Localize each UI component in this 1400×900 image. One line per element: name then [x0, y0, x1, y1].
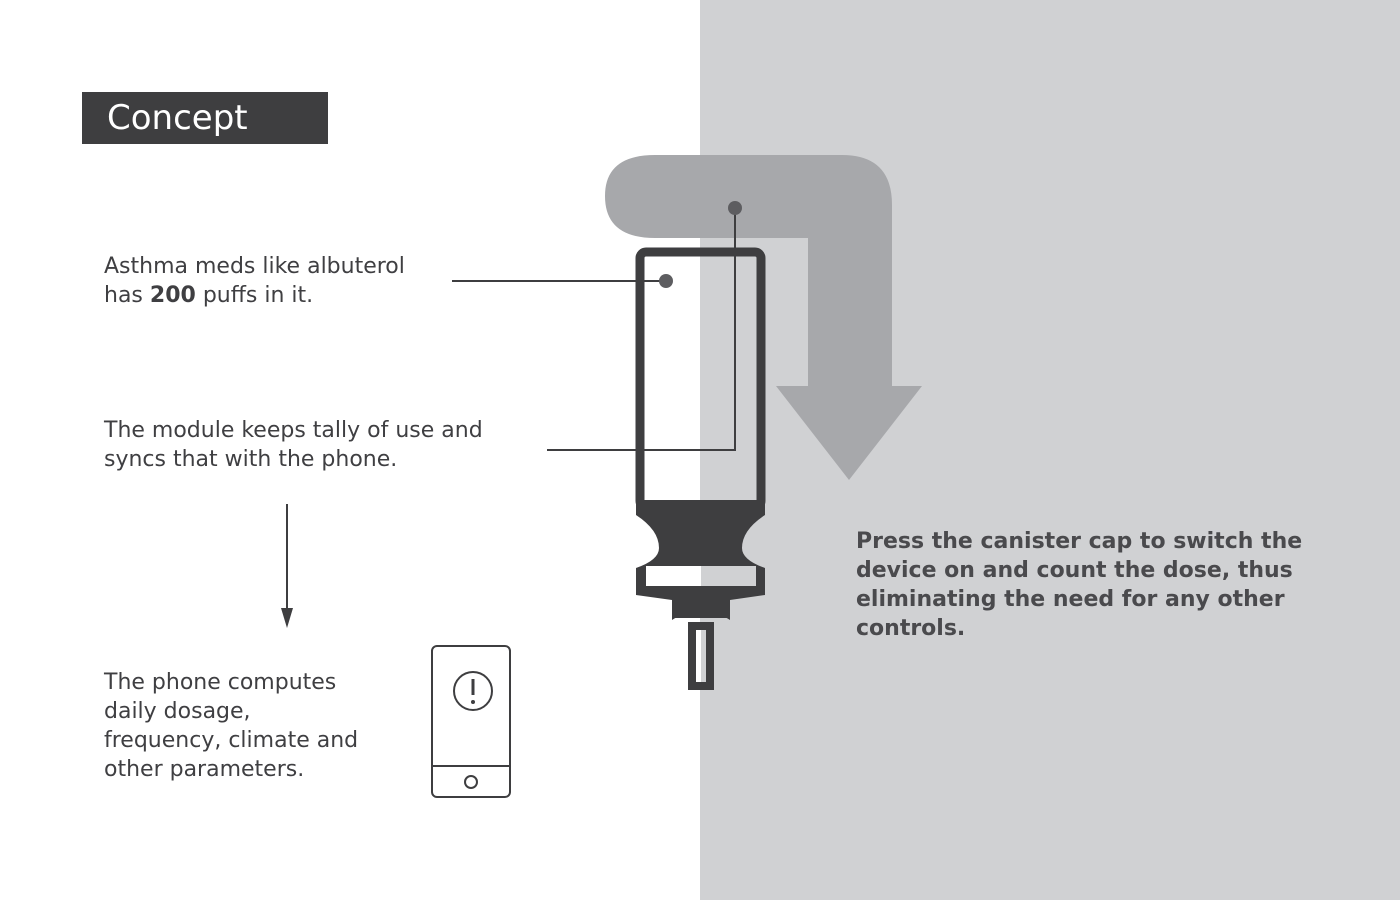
phone-note-line1: The phone computes [104, 668, 404, 697]
press-note-line3: eliminating the need for any other [856, 585, 1306, 614]
puffs-note-line2: has 200 puffs in it. [104, 281, 464, 310]
press-note-line2: device on and count the dose, thus [856, 556, 1306, 585]
phone-note-line2: daily dosage, [104, 697, 404, 726]
phone-note: The phone computes daily dosage, frequen… [104, 668, 404, 784]
module-note-line1: The module keeps tally of use and [104, 416, 524, 445]
inhaler-icon [636, 252, 765, 690]
puffs-note: Asthma meds like albuterol has 200 puffs… [104, 252, 464, 310]
press-note: Press the canister cap to switch the dev… [856, 527, 1306, 643]
press-note-line4: controls. [856, 614, 1306, 643]
phone-note-line3: frequency, climate and [104, 726, 404, 755]
phone-note-line4: other parameters. [104, 755, 404, 784]
phone-alert-icon [432, 646, 510, 797]
module-note: The module keeps tally of use and syncs … [104, 416, 524, 474]
down-arrow-icon [281, 504, 293, 628]
puffs-note-line1: Asthma meds like albuterol [104, 252, 464, 281]
puff-count: 200 [150, 283, 196, 308]
press-note-line1: Press the canister cap to switch the [856, 527, 1306, 556]
module-note-line2: syncs that with the phone. [104, 445, 524, 474]
